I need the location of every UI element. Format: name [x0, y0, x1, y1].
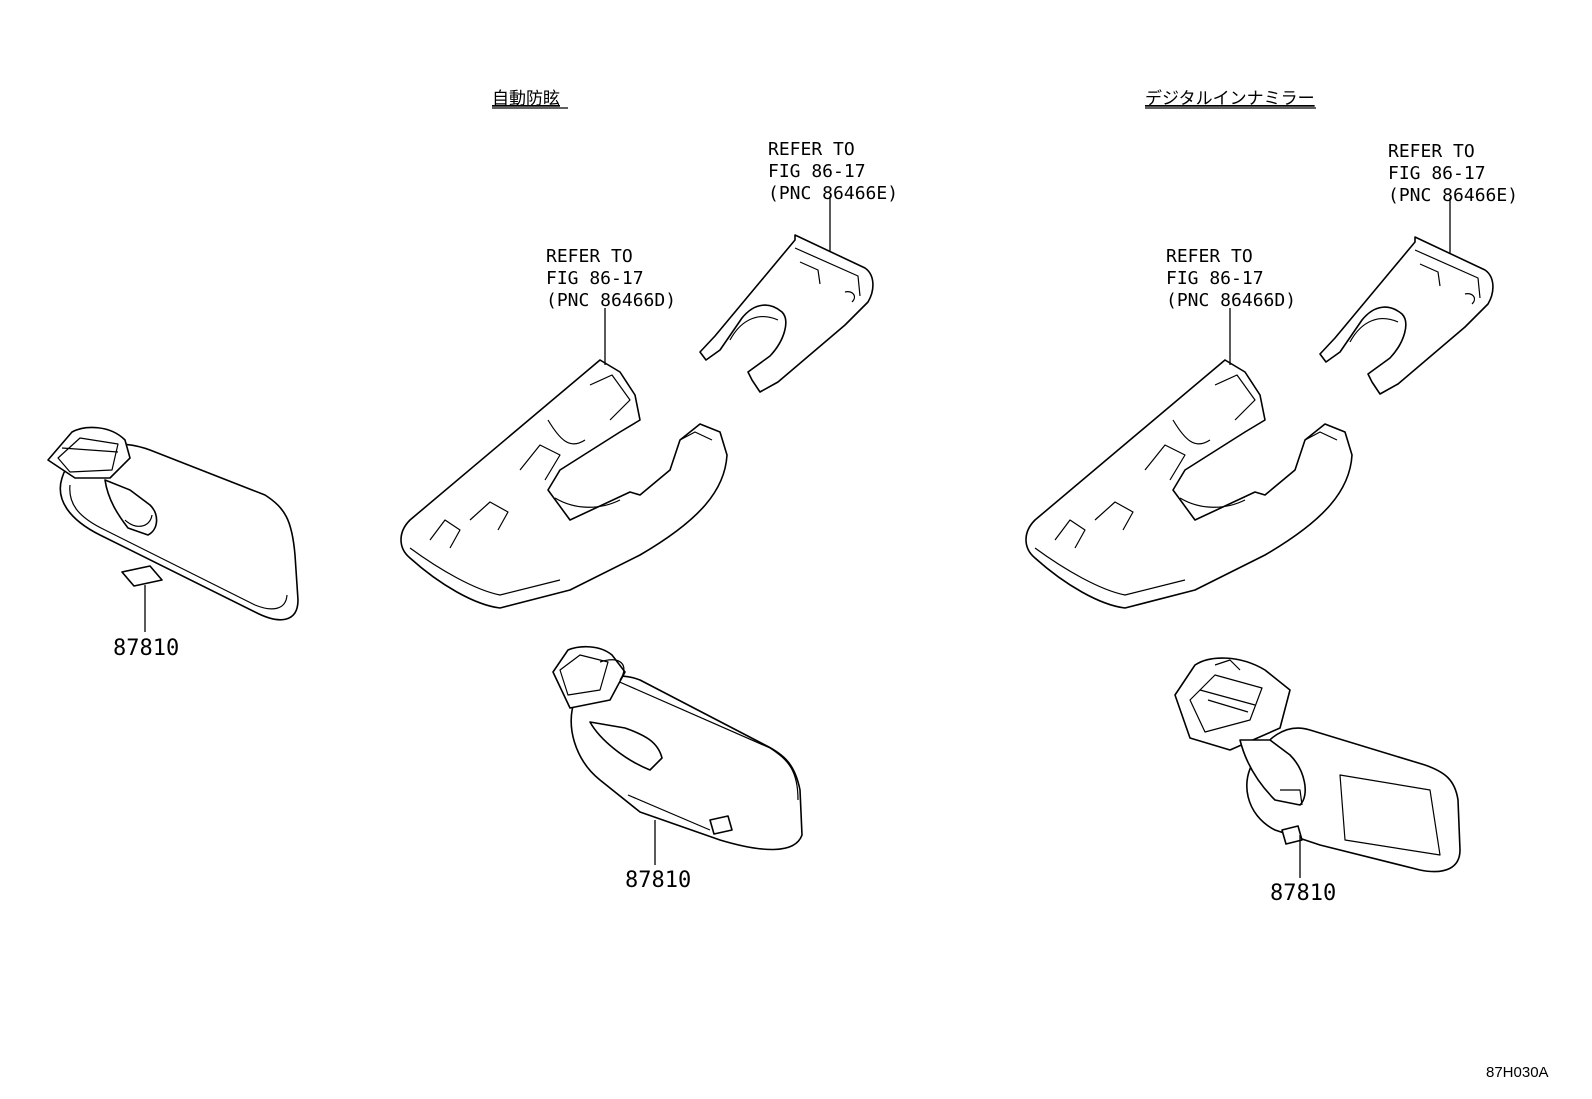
ref-mid-lower-2: FIG 86-17: [546, 268, 644, 289]
ref-mid-lower-3: (PNC 86466D): [546, 290, 676, 311]
ref-mid-lower-1: REFER TO: [546, 246, 633, 267]
ref-right-lower-2: FIG 86-17: [1166, 268, 1264, 289]
ref-right-upper-1: REFER TO: [1388, 141, 1475, 162]
header-auto-dimming: 自動防眩: [492, 89, 560, 109]
cover-upper-middle: [699, 234, 874, 393]
figure-code: 87H030A: [1486, 1064, 1549, 1081]
ref-right-upper-2: FIG 86-17: [1388, 163, 1486, 184]
cover-lower-middle: [400, 359, 728, 609]
pn-right: 87810: [1270, 881, 1336, 906]
mirror-right: [1174, 657, 1461, 873]
ref-right-upper-3: (PNC 86466E): [1388, 185, 1518, 206]
pn-left: 87810: [113, 636, 179, 661]
mirror-middle: [552, 645, 803, 851]
cover-lower-right: [1025, 359, 1353, 609]
cover-upper-right: [1319, 236, 1494, 395]
ref-mid-upper-2: FIG 86-17: [768, 161, 866, 182]
mirror-left: [47, 426, 299, 621]
ref-mid-upper-1: REFER TO: [768, 139, 855, 160]
ref-mid-upper-3: (PNC 86466E): [768, 183, 898, 204]
ref-right-lower-1: REFER TO: [1166, 246, 1253, 267]
ref-right-lower-3: (PNC 86466D): [1166, 290, 1296, 311]
pn-middle: 87810: [625, 868, 691, 893]
header-digital-mirror: デジタルインナミラー: [1145, 88, 1315, 109]
